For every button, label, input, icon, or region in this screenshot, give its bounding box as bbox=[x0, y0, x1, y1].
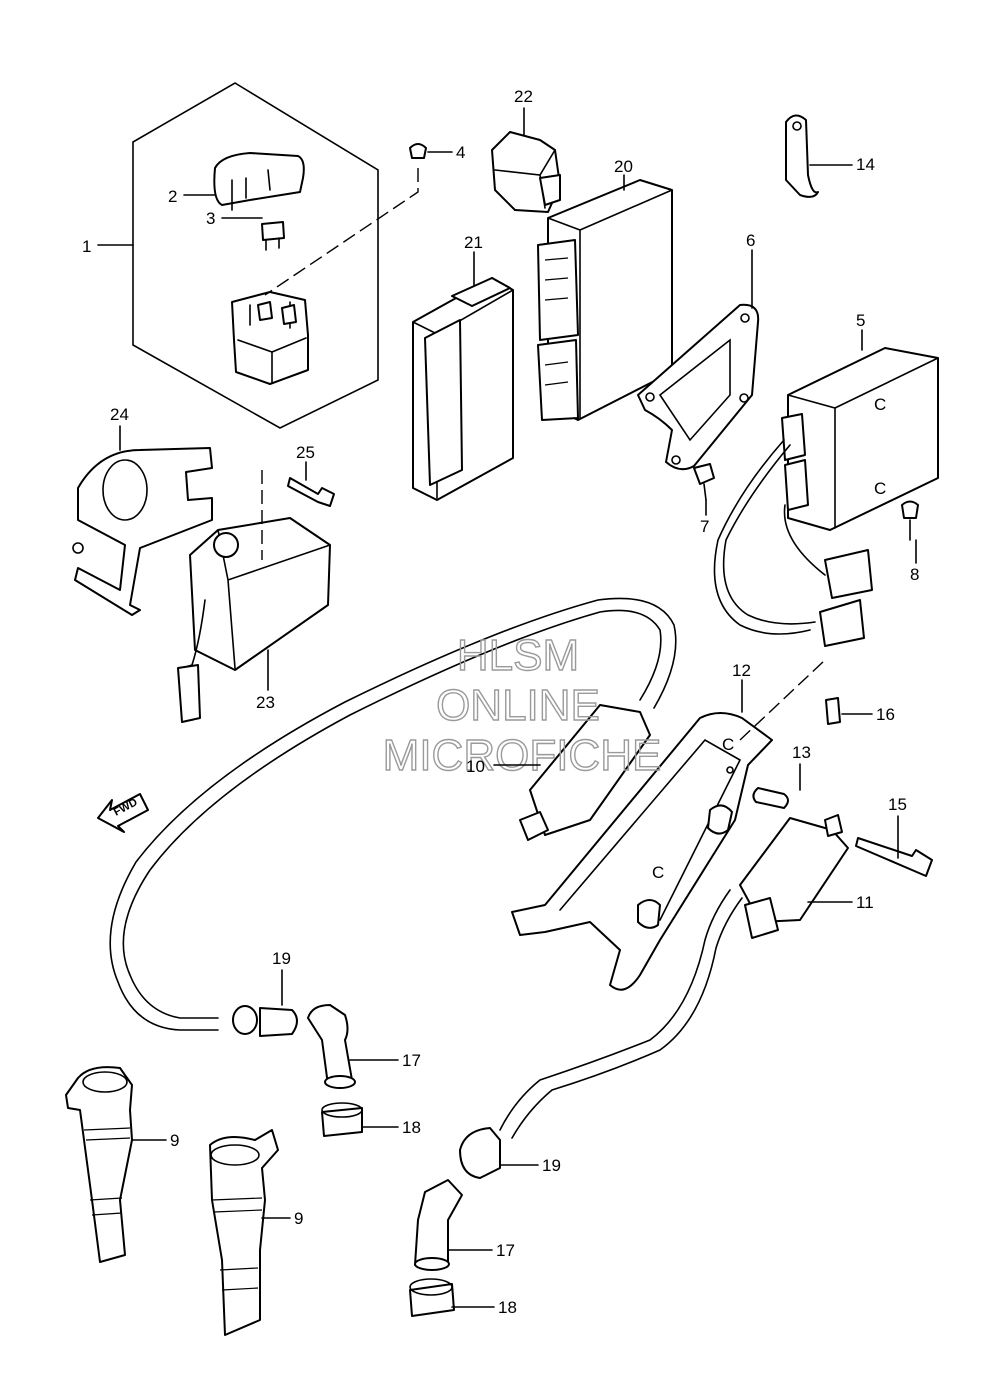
callout-17b: 17 bbox=[496, 1241, 515, 1260]
ignition-coil-11 bbox=[739, 814, 849, 939]
forward-arrow-icon: FWD bbox=[97, 793, 149, 833]
callout-2: 2 bbox=[168, 187, 177, 206]
callout-18b: 18 bbox=[498, 1298, 517, 1317]
mark-c-bracket-2: C bbox=[652, 863, 664, 882]
bolt-8 bbox=[901, 500, 919, 519]
watermark-line3: MICROFICHE bbox=[383, 731, 662, 780]
callout-15: 15 bbox=[888, 795, 907, 814]
callout-24: 24 bbox=[110, 405, 129, 424]
callout-9a: 9 bbox=[170, 1131, 179, 1150]
plug-coil-9-left bbox=[65, 1066, 133, 1263]
leader-lines bbox=[97, 107, 917, 1308]
callout-13: 13 bbox=[792, 743, 811, 762]
callout-labels: 1 2 3 4 5 6 7 8 9 9 10 11 12 13 14 15 16… bbox=[82, 87, 919, 1317]
watermark-line2: ONLINE bbox=[436, 681, 600, 730]
holder-24 bbox=[72, 447, 213, 616]
spacer-13 bbox=[752, 787, 789, 809]
callout-5: 5 bbox=[856, 311, 865, 330]
regulator-23 bbox=[177, 470, 331, 723]
callout-18a: 18 bbox=[402, 1118, 421, 1137]
module-5 bbox=[713, 347, 939, 647]
bracket-6 bbox=[637, 303, 760, 471]
seal-18-upper bbox=[321, 1102, 363, 1137]
mark-c-bracket-1: C bbox=[722, 735, 734, 754]
callout-12: 12 bbox=[732, 661, 751, 680]
plug-coil-9-right bbox=[209, 1129, 279, 1336]
boot-17-upper bbox=[307, 1004, 356, 1089]
bolt-16 bbox=[825, 697, 841, 725]
bolt-25 bbox=[287, 477, 335, 507]
callout-23: 23 bbox=[256, 693, 275, 712]
callout-14: 14 bbox=[856, 155, 875, 174]
bolt-7 bbox=[693, 463, 715, 485]
relay-22 bbox=[491, 131, 561, 213]
callout-11: 11 bbox=[856, 893, 874, 912]
callout-17a: 17 bbox=[402, 1051, 421, 1070]
bolt-15 bbox=[855, 837, 933, 877]
callout-10: 10 bbox=[466, 757, 485, 776]
seal-18-lower bbox=[409, 1278, 455, 1317]
callout-19b: 19 bbox=[542, 1156, 561, 1175]
callout-16: 16 bbox=[876, 705, 895, 724]
watermark-line1: HLSM bbox=[457, 631, 579, 680]
callout-3: 3 bbox=[206, 209, 215, 228]
cap-19-lower bbox=[459, 1127, 501, 1179]
callout-7: 7 bbox=[700, 517, 709, 536]
callout-21: 21 bbox=[464, 233, 483, 252]
callout-19a: 19 bbox=[272, 949, 291, 968]
relay-assembly-group bbox=[132, 82, 427, 429]
ignition-coil-10 bbox=[519, 704, 651, 841]
boot-17-lower bbox=[414, 1179, 463, 1271]
high-tension-cords bbox=[109, 597, 743, 1139]
coil-bracket-12 bbox=[511, 659, 826, 991]
callout-4: 4 bbox=[456, 143, 465, 162]
clip-14 bbox=[785, 114, 819, 198]
watermark: HLSM ONLINE MICROFICHE bbox=[382, 630, 662, 780]
callout-8: 8 bbox=[910, 565, 919, 584]
callout-9b: 9 bbox=[294, 1209, 303, 1228]
ecm-20 bbox=[537, 179, 673, 421]
callout-1: 1 bbox=[82, 237, 91, 256]
callout-20: 20 bbox=[614, 157, 633, 176]
callout-25: 25 bbox=[296, 443, 315, 462]
callout-22: 22 bbox=[514, 87, 533, 106]
ecm-cover-21 bbox=[412, 277, 514, 501]
mark-c-module-1: C bbox=[874, 395, 886, 414]
mark-c-module-2: C bbox=[874, 479, 886, 498]
callout-6: 6 bbox=[746, 231, 755, 250]
cap-19-upper bbox=[232, 1005, 298, 1037]
